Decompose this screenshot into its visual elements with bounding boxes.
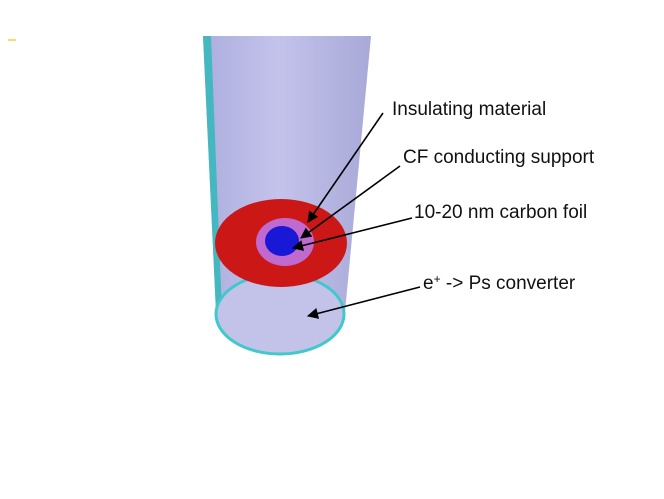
arrow-insulating xyxy=(307,112,384,223)
label-carbon-foil: 10-20 nm carbon foil xyxy=(414,202,588,223)
label-insulating-material: Insulating material xyxy=(392,99,547,120)
arrow-converter xyxy=(306,286,421,319)
label-ps-converter-particle: e xyxy=(423,273,434,294)
arrow-cf-support xyxy=(300,165,401,239)
label-ps-converter: e+ -> Ps converter xyxy=(423,272,576,294)
label-ps-converter-text: -> Ps converter xyxy=(440,273,576,294)
arrow-carbon-foil xyxy=(291,217,413,251)
label-ps-converter-charge: + xyxy=(433,272,441,286)
carbon-foil-core xyxy=(265,226,299,256)
converter-target xyxy=(215,199,347,287)
corner-mark xyxy=(8,39,16,41)
label-cf-conducting-support: CF conducting support xyxy=(403,147,595,168)
